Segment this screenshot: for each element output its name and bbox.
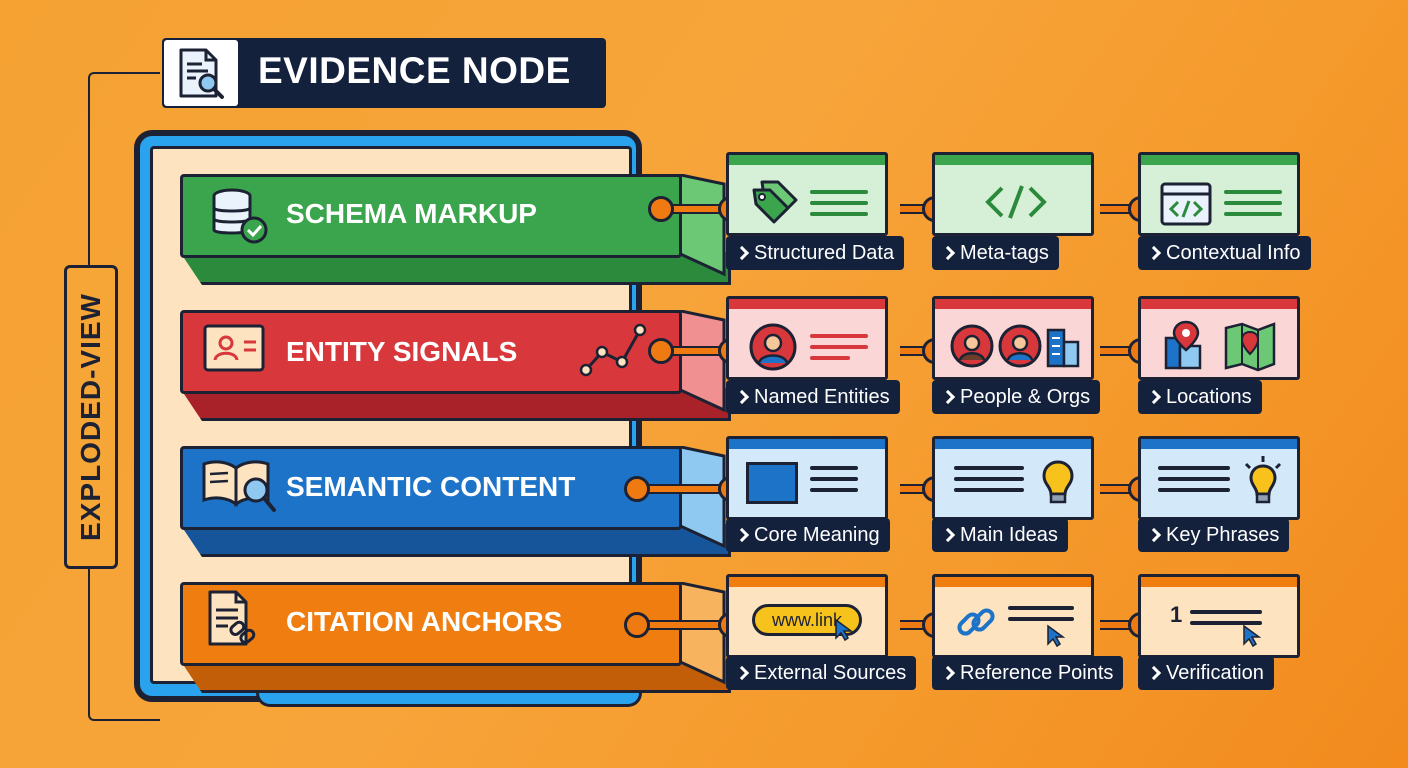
text-lines [810, 334, 868, 367]
page-title: EVIDENCE NODE [258, 50, 571, 91]
connector-dot [624, 476, 650, 502]
chip-verification: Verification [1138, 656, 1274, 690]
connector [900, 346, 940, 356]
chip-core-meaning: Core Meaning [726, 518, 890, 552]
citation-band-side [674, 580, 726, 690]
block-icon [746, 462, 798, 504]
card-structured-data [726, 152, 888, 236]
chip-locations: Locations [1138, 380, 1262, 414]
connector [900, 204, 940, 214]
citation-anchors-label: CITATION ANCHORS [286, 606, 563, 637]
schema-band-side [674, 172, 726, 282]
connector-dot [648, 338, 674, 364]
text-lines [954, 466, 1024, 499]
chip-reference-points: Reference Points [932, 656, 1124, 690]
connector [668, 346, 728, 356]
semantic-band-side [674, 444, 726, 554]
chip-key-phrases: Key Phrases [1138, 518, 1290, 552]
document-search-icon [164, 40, 238, 106]
connector-dot [648, 196, 674, 222]
lightbulb-icon [1240, 454, 1286, 513]
person-icon [748, 322, 798, 377]
card-verification [1138, 574, 1300, 658]
connector [640, 620, 728, 630]
code-icon [984, 182, 1048, 227]
browser-code-icon [1160, 182, 1214, 231]
text-lines [810, 190, 868, 223]
entity-band-side [674, 308, 726, 418]
text-lines [1190, 610, 1262, 632]
document-link-icon [204, 588, 266, 657]
database-check-icon [208, 186, 272, 251]
chip-contextual-info: Contextual Info [1138, 236, 1311, 270]
text-lines [1008, 606, 1074, 628]
chip-structured-data: Structured Data [726, 236, 905, 270]
entity-signals-label: ENTITY SIGNALS [286, 336, 518, 367]
semantic-content-label: SEMANTIC CONTENT [286, 471, 576, 502]
cursor-icon [1046, 624, 1066, 653]
map-pin-icon [1160, 318, 1284, 377]
text-lines [1224, 190, 1282, 223]
tags-icon [748, 178, 804, 231]
text-lines [1158, 466, 1230, 499]
schema-markup-label: SCHEMA MARKUP [286, 198, 537, 229]
connector [640, 484, 728, 494]
connector [900, 620, 940, 630]
connector [1100, 620, 1140, 630]
cursor-icon [1242, 624, 1262, 653]
chip-meta-tags: Meta-tags [932, 236, 1059, 270]
text-lines [810, 466, 858, 499]
card-meta-tags [932, 152, 1094, 236]
chip-external-sources: External Sources [726, 656, 917, 690]
book-search-icon [198, 454, 280, 523]
connector [668, 204, 728, 214]
citation-anchors-band [180, 582, 682, 666]
chain-icon [954, 600, 998, 649]
connector-dot [624, 612, 650, 638]
connector [1100, 346, 1140, 356]
chip-people-orgs: People & Orgs [932, 380, 1101, 414]
footnote-number: 1 [1170, 602, 1183, 627]
chip-main-ideas: Main Ideas [932, 518, 1068, 552]
lightbulb-icon [1040, 458, 1076, 513]
schema-markup-band [180, 174, 682, 258]
id-card-icon [202, 320, 268, 383]
cursor-icon [834, 618, 854, 647]
network-graph-icon [578, 322, 648, 383]
connector [1100, 204, 1140, 214]
exploded-view-label: EXPLODED-VIEW [64, 265, 118, 569]
connector [1100, 484, 1140, 494]
connector [900, 484, 940, 494]
people-building-icon [950, 322, 1086, 375]
chip-named-entities: Named Entities [726, 380, 900, 414]
